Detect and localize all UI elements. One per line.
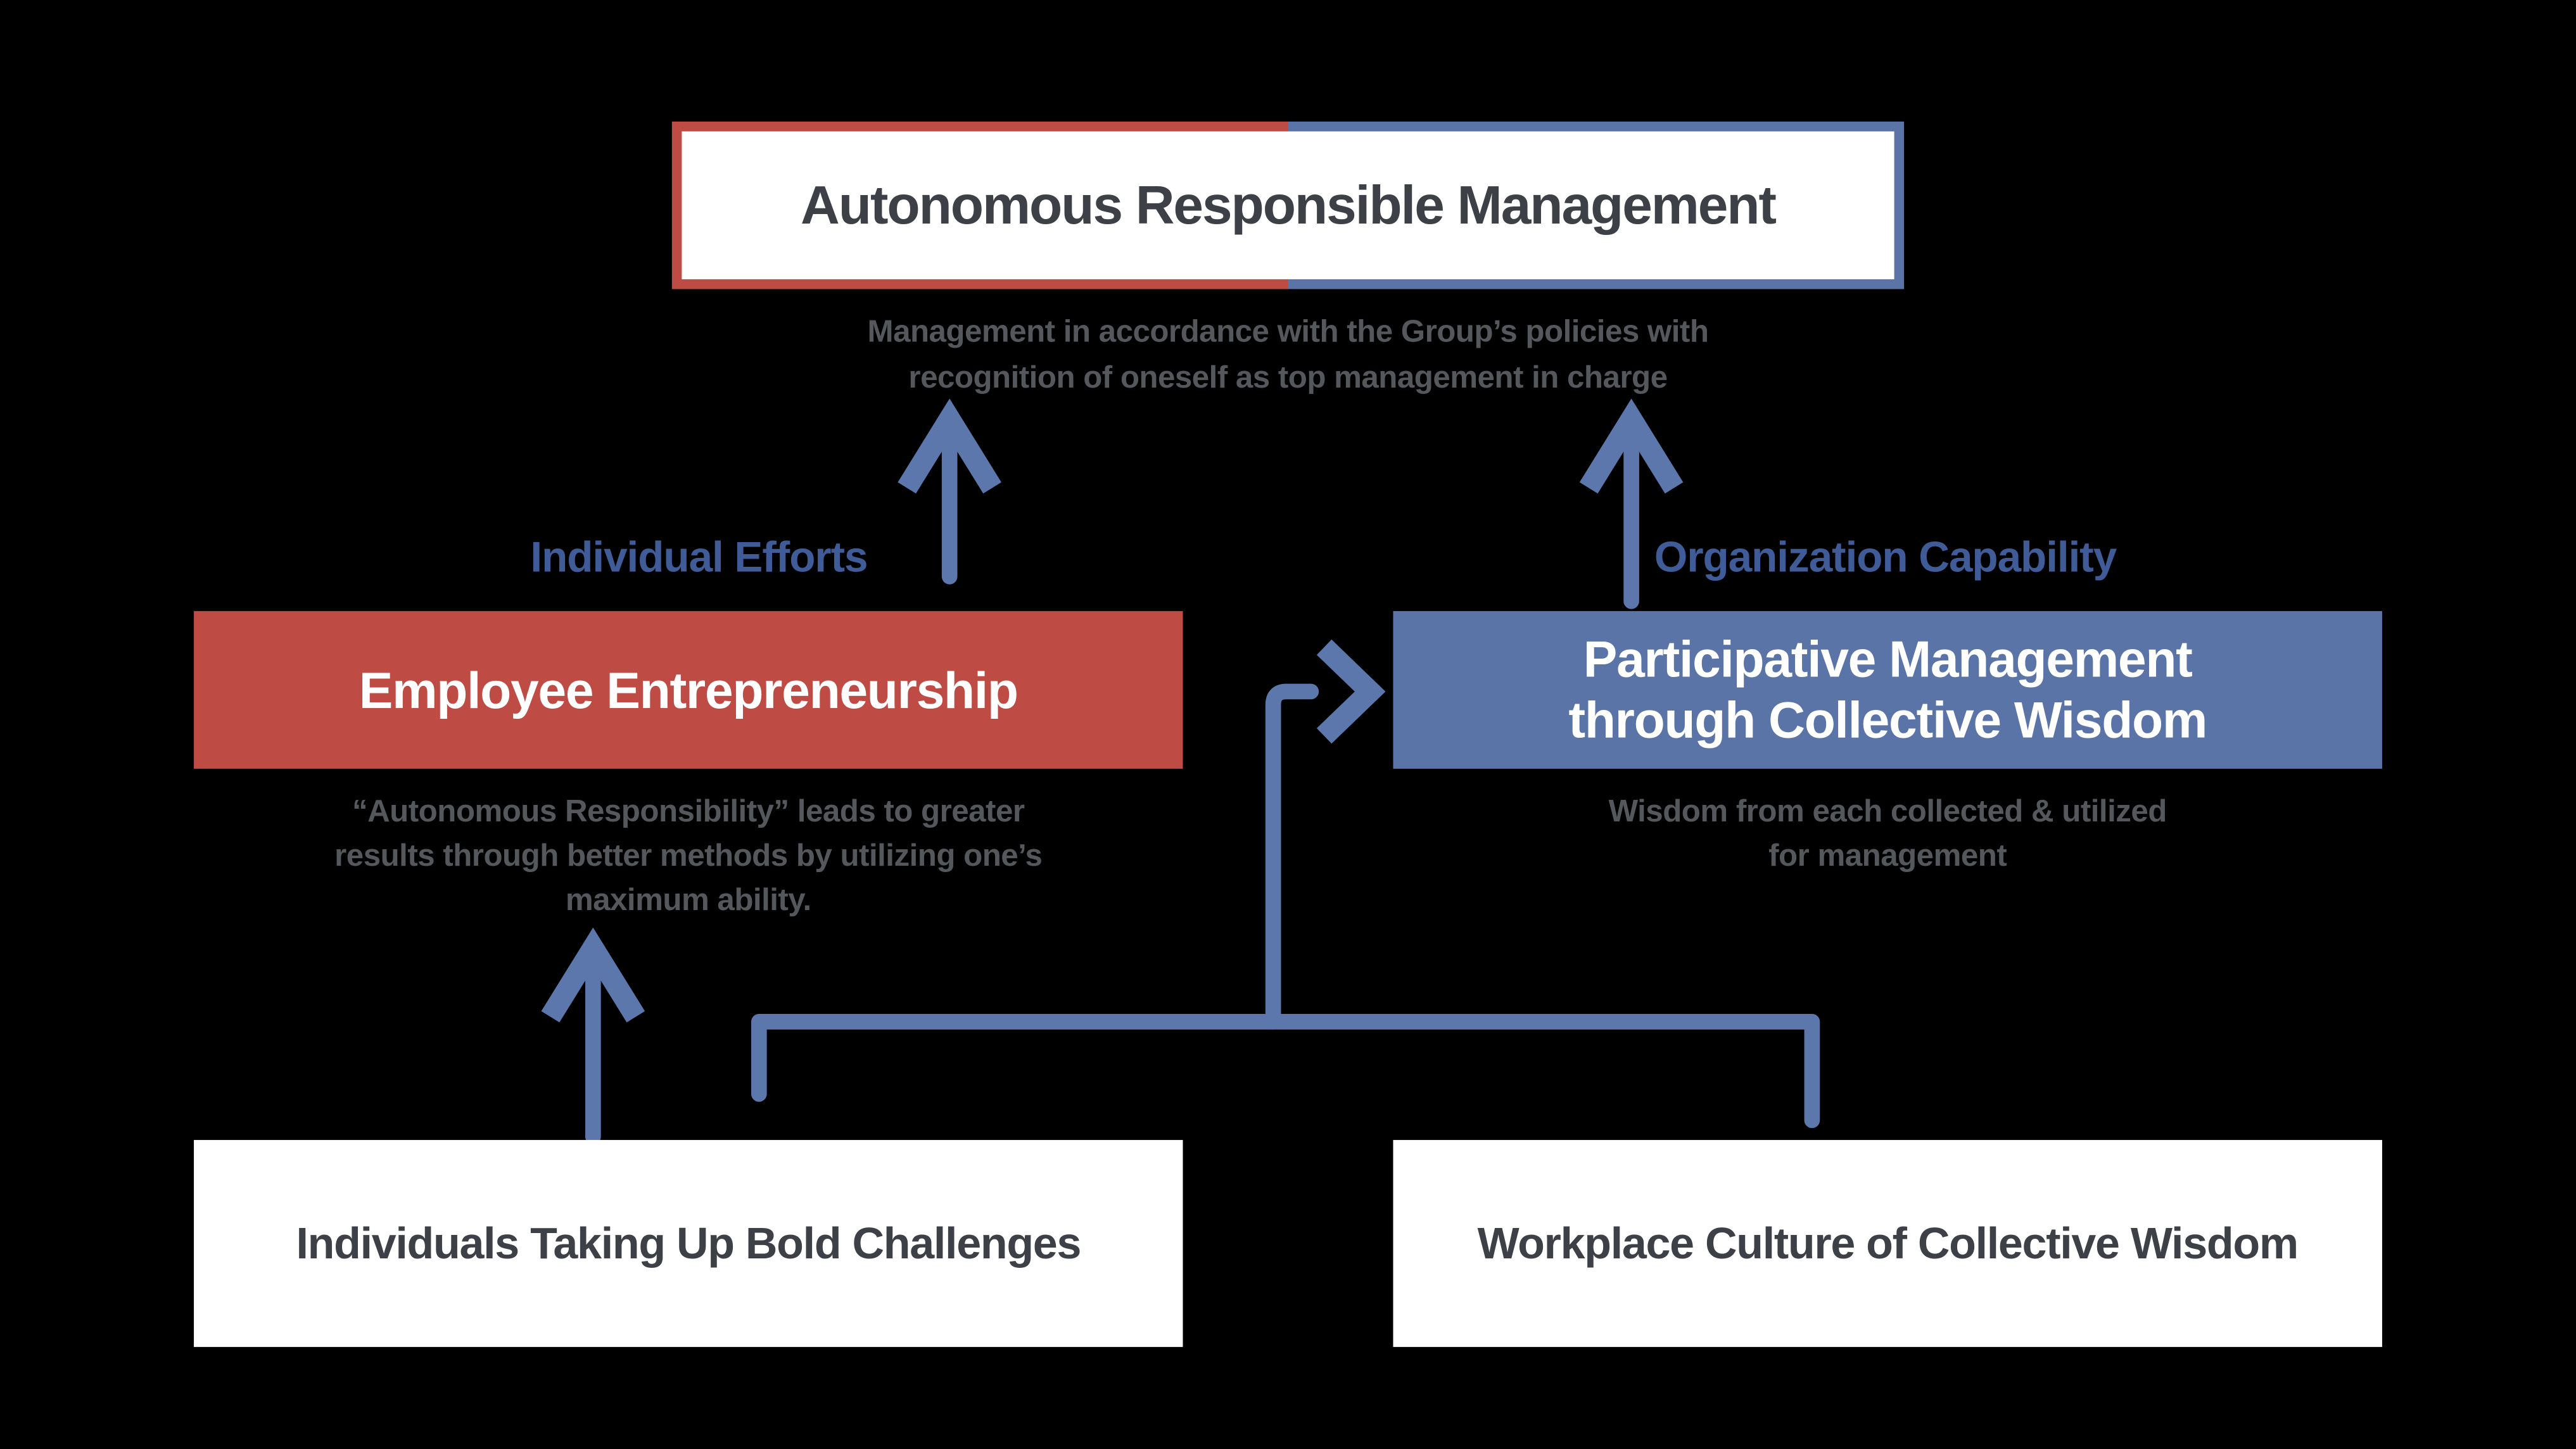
employee-entrepreneurship-caption-line2: results through better methods by utiliz…	[334, 839, 1043, 874]
participative-management-title: Participative Management through Collect…	[1568, 629, 2207, 750]
participative-management-title-line1: Participative Management	[1583, 631, 2193, 688]
participative-management-caption-line2: for management	[1768, 839, 2007, 874]
arrow-up-bold-challenges-head	[541, 927, 645, 1023]
top-box-caption-line2: recognition of oneself as top management…	[908, 361, 1668, 396]
participative-management-caption: Wisdom from each collected & utilized fo…	[1395, 790, 2380, 879]
employee-entrepreneurship-title: Employee Entrepreneurship	[358, 661, 1018, 719]
workplace-culture-title: Workplace Culture of Collective Wisdom	[1477, 1218, 2299, 1268]
top-box-caption: Management in accordance with the Group’…	[631, 310, 1945, 402]
employee-entrepreneurship-caption-line3: maximum ability.	[565, 883, 811, 918]
top-box: Autonomous Responsible Management	[671, 121, 1905, 289]
arrow-up-individual-head	[898, 398, 1001, 494]
bracket-connector	[751, 1013, 1820, 1129]
elbow-arrow-to-blue-box	[1265, 639, 1386, 1030]
label-organization-capability: Organization Capability	[1654, 532, 2117, 582]
participative-management-caption-line1: Wisdom from each collected & utilized	[1608, 795, 2167, 830]
elbow-arrow-shaft	[1265, 683, 1319, 1030]
arrow-up-bold-challenges	[541, 927, 645, 1145]
arrow-up-organization-head	[1579, 398, 1684, 494]
top-box-caption-line1: Management in accordance with the Group’…	[867, 315, 1709, 350]
bold-challenges-title: Individuals Taking Up Bold Challenges	[296, 1218, 1081, 1268]
bold-challenges-box: Individuals Taking Up Bold Challenges	[194, 1140, 1183, 1347]
participative-management-title-line2: through Collective Wisdom	[1568, 691, 2207, 749]
workplace-culture-box: Workplace Culture of Collective Wisdom	[1393, 1140, 2382, 1347]
arrow-up-individual	[898, 398, 1001, 585]
top-box-title: Autonomous Responsible Management	[801, 174, 1777, 235]
employee-entrepreneurship-box: Employee Entrepreneurship	[194, 611, 1183, 769]
elbow-arrow-head	[1316, 639, 1386, 744]
employee-entrepreneurship-caption: “Autonomous Responsibility” leads to gre…	[196, 790, 1181, 923]
top-box-inner: Autonomous Responsible Management	[682, 131, 1894, 279]
employee-entrepreneurship-caption-line1: “Autonomous Responsibility” leads to gre…	[352, 795, 1025, 830]
label-individual-efforts: Individual Efforts	[530, 532, 868, 582]
participative-management-box: Participative Management through Collect…	[1393, 611, 2382, 769]
